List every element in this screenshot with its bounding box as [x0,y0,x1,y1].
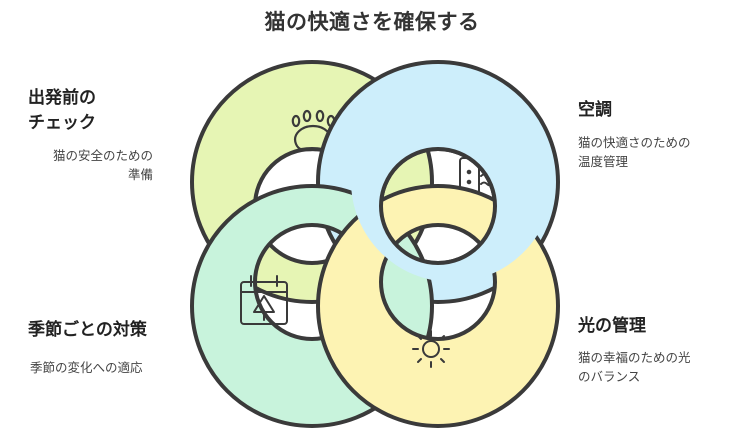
pre-departure-description-line-2: 準備 [127,167,153,182]
seasonal-heading: 季節ごとの対策 [28,318,147,343]
pre-departure-heading: 出発前の チェック [28,86,96,136]
seasonal-heading-line-1: 季節ごとの対策 [28,320,147,340]
seasonal-description-line-1: 季節の変化への適応 [30,360,143,375]
air-conditioning-heading-line-1: 空調 [578,100,612,120]
seasonal-description: 季節の変化への適応 [30,358,143,377]
pre-departure-description: 猫の安全のための 準備 [20,146,153,184]
light-heading-line-1: 光の管理 [578,316,646,336]
air-conditioning-description: 猫の快適さのための 温度管理 [578,133,691,171]
pre-departure-heading-line-2: チェック [28,113,96,133]
pre-departure-heading-line-1: 出発前の [28,88,96,108]
light-description-line-1: 猫の幸福のための光 [578,350,691,365]
light-heading: 光の管理 [578,314,646,339]
calendar-tree-icon [240,275,288,325]
diagram-title: 猫の快適さを確保する [264,10,480,34]
air-conditioning-description-line-1: 猫の快適さのための [578,135,691,150]
ring-air-conditioning-overlap [351,80,553,282]
light-description: 猫の幸福のための光 のバランス [578,348,691,386]
sun-icon [412,330,450,368]
pre-departure-description-line-1: 猫の安全のための [52,148,153,163]
air-conditioning-description-line-2: 温度管理 [578,154,629,169]
light-description-line-2: のバランス [578,369,641,384]
air-conditioning-heading: 空調 [578,98,612,123]
